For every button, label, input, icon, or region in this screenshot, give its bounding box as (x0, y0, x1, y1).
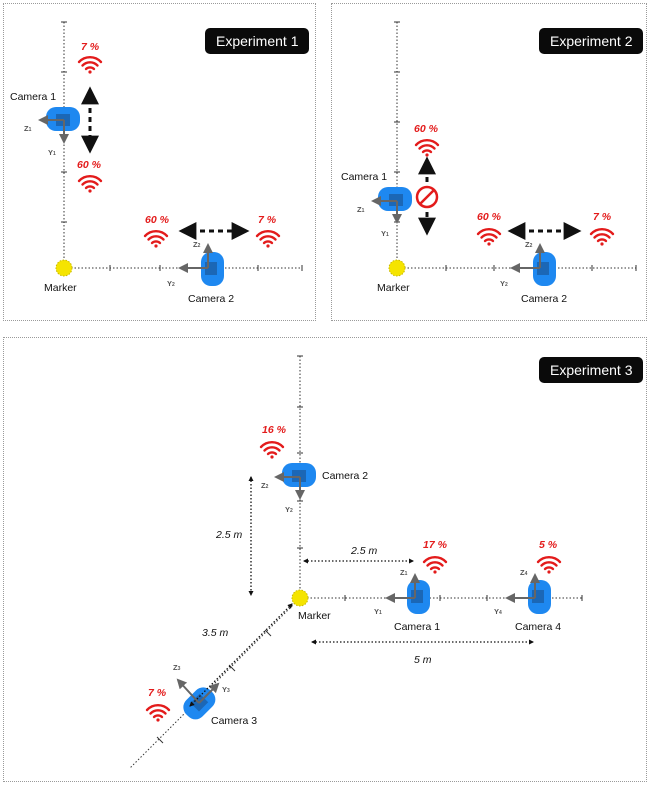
exp2-axes (396, 22, 636, 269)
exp3-camera-4 (505, 573, 551, 614)
exp3-cam1-signal-value: 17 % (423, 539, 448, 551)
exp2-camera-1-label: Camera 1 (341, 171, 387, 183)
exp1-cam2-y-label: Y2 (167, 279, 175, 288)
exp1-signal-left-icon (143, 229, 169, 249)
experiment-3-title-badge: Experiment 3 (539, 357, 644, 383)
exp2-cam1-y-label: Y1 (381, 229, 389, 238)
exp3-camera-2 (274, 463, 316, 500)
exp1-camera-2 (178, 243, 224, 286)
exp1-signal-left-value: 60 % (145, 214, 170, 226)
exp2-cam1-z-label: Z1 (357, 205, 365, 214)
exp3-marker (291, 589, 309, 607)
exp3-total-distance-label: 5 m (414, 654, 432, 666)
exp1-cam1-z-label: Z1 (24, 124, 32, 133)
exp3-cam3-signal-icon (145, 703, 171, 723)
experiment-2-title-badge: Experiment 2 (539, 28, 644, 54)
exp2-signal-left-icon (476, 227, 502, 247)
exp3-cam1-y-label: Y1 (374, 607, 382, 616)
exp1-camera-1 (38, 107, 80, 144)
exp2-cam2-z-label: Z2 (525, 240, 533, 249)
exp1-signal-top-icon (77, 55, 103, 75)
exp2-cam2-y-label: Y2 (500, 279, 508, 288)
exp3-camera-1-label: Camera 1 (394, 621, 440, 633)
exp1-signal-bottom-icon (77, 174, 103, 194)
exp2-signal-top-icon (414, 138, 440, 158)
exp3-cam1-signal-icon (422, 555, 448, 575)
exp3-camera-4-label: Camera 4 (515, 621, 561, 633)
exp3-cam4-signal-icon (536, 555, 562, 575)
exp2-signal-right-value: 7 % (593, 211, 612, 223)
exp3-cam2-z-label: Z2 (261, 481, 269, 490)
exp1-signal-bottom-value: 60 % (77, 159, 102, 171)
exp2-camera-1 (371, 187, 412, 224)
exp3-cam1-z-label: Z1 (400, 568, 408, 577)
experiment-2-panel (331, 3, 647, 321)
exp3-cam3-signal-value: 7 % (148, 687, 167, 699)
exp2-signal-right-icon (589, 227, 615, 247)
exp3-vertical-distance-label: 2.5 m (215, 529, 243, 541)
exp2-marker (388, 259, 406, 277)
exp3-cam4-z-label: Z4 (520, 568, 528, 577)
exp3-diagonal-distance-arrow (189, 603, 293, 707)
exp1-signal-right-icon (255, 229, 281, 249)
exp1-signal-top-value: 7 % (81, 41, 100, 53)
exp3-cam4-signal-value: 5 % (539, 539, 558, 551)
exp1-signal-right-value: 7 % (258, 214, 277, 226)
exp1-marker (55, 259, 73, 277)
experiment-1-panel (3, 3, 316, 321)
exp1-marker-label: Marker (44, 282, 77, 294)
exp3-cam3-y-label: Y3 (222, 685, 230, 694)
exp3-camera-2-label: Camera 2 (322, 470, 368, 482)
exp3-cam4-y-label: Y4 (494, 607, 502, 616)
exp3-cam2-signal-value: 16 % (262, 424, 287, 436)
exp3-cam2-y-label: Y2 (285, 505, 293, 514)
prohibited-icon (415, 185, 439, 209)
exp1-cam2-z-label: Z2 (193, 240, 201, 249)
exp3-camera-1 (385, 573, 430, 614)
exp3-horizontal-distance-label: 2.5 m (350, 545, 378, 557)
exp2-signal-left-value: 60 % (477, 211, 502, 223)
experiment-3-panel (3, 337, 647, 782)
exp1-camera-2-label: Camera 2 (188, 293, 234, 305)
exp3-cam3-z-label: Z3 (173, 663, 181, 672)
experiment-1-title-badge: Experiment 1 (205, 28, 310, 54)
exp3-marker-label: Marker (298, 610, 331, 622)
exp3-diagonal-distance-label: 3.5 m (202, 627, 229, 639)
exp2-signal-top-value: 60 % (414, 123, 439, 135)
exp1-cam1-y-label: Y1 (48, 148, 56, 157)
exp3-camera-3-label: Camera 3 (211, 715, 257, 727)
exp3-cam2-signal-icon (259, 440, 285, 460)
exp2-marker-label: Marker (377, 282, 410, 294)
exp1-camera-1-label: Camera 1 (10, 91, 56, 103)
exp2-camera-2 (510, 243, 556, 286)
exp2-camera-2-label: Camera 2 (521, 293, 567, 305)
